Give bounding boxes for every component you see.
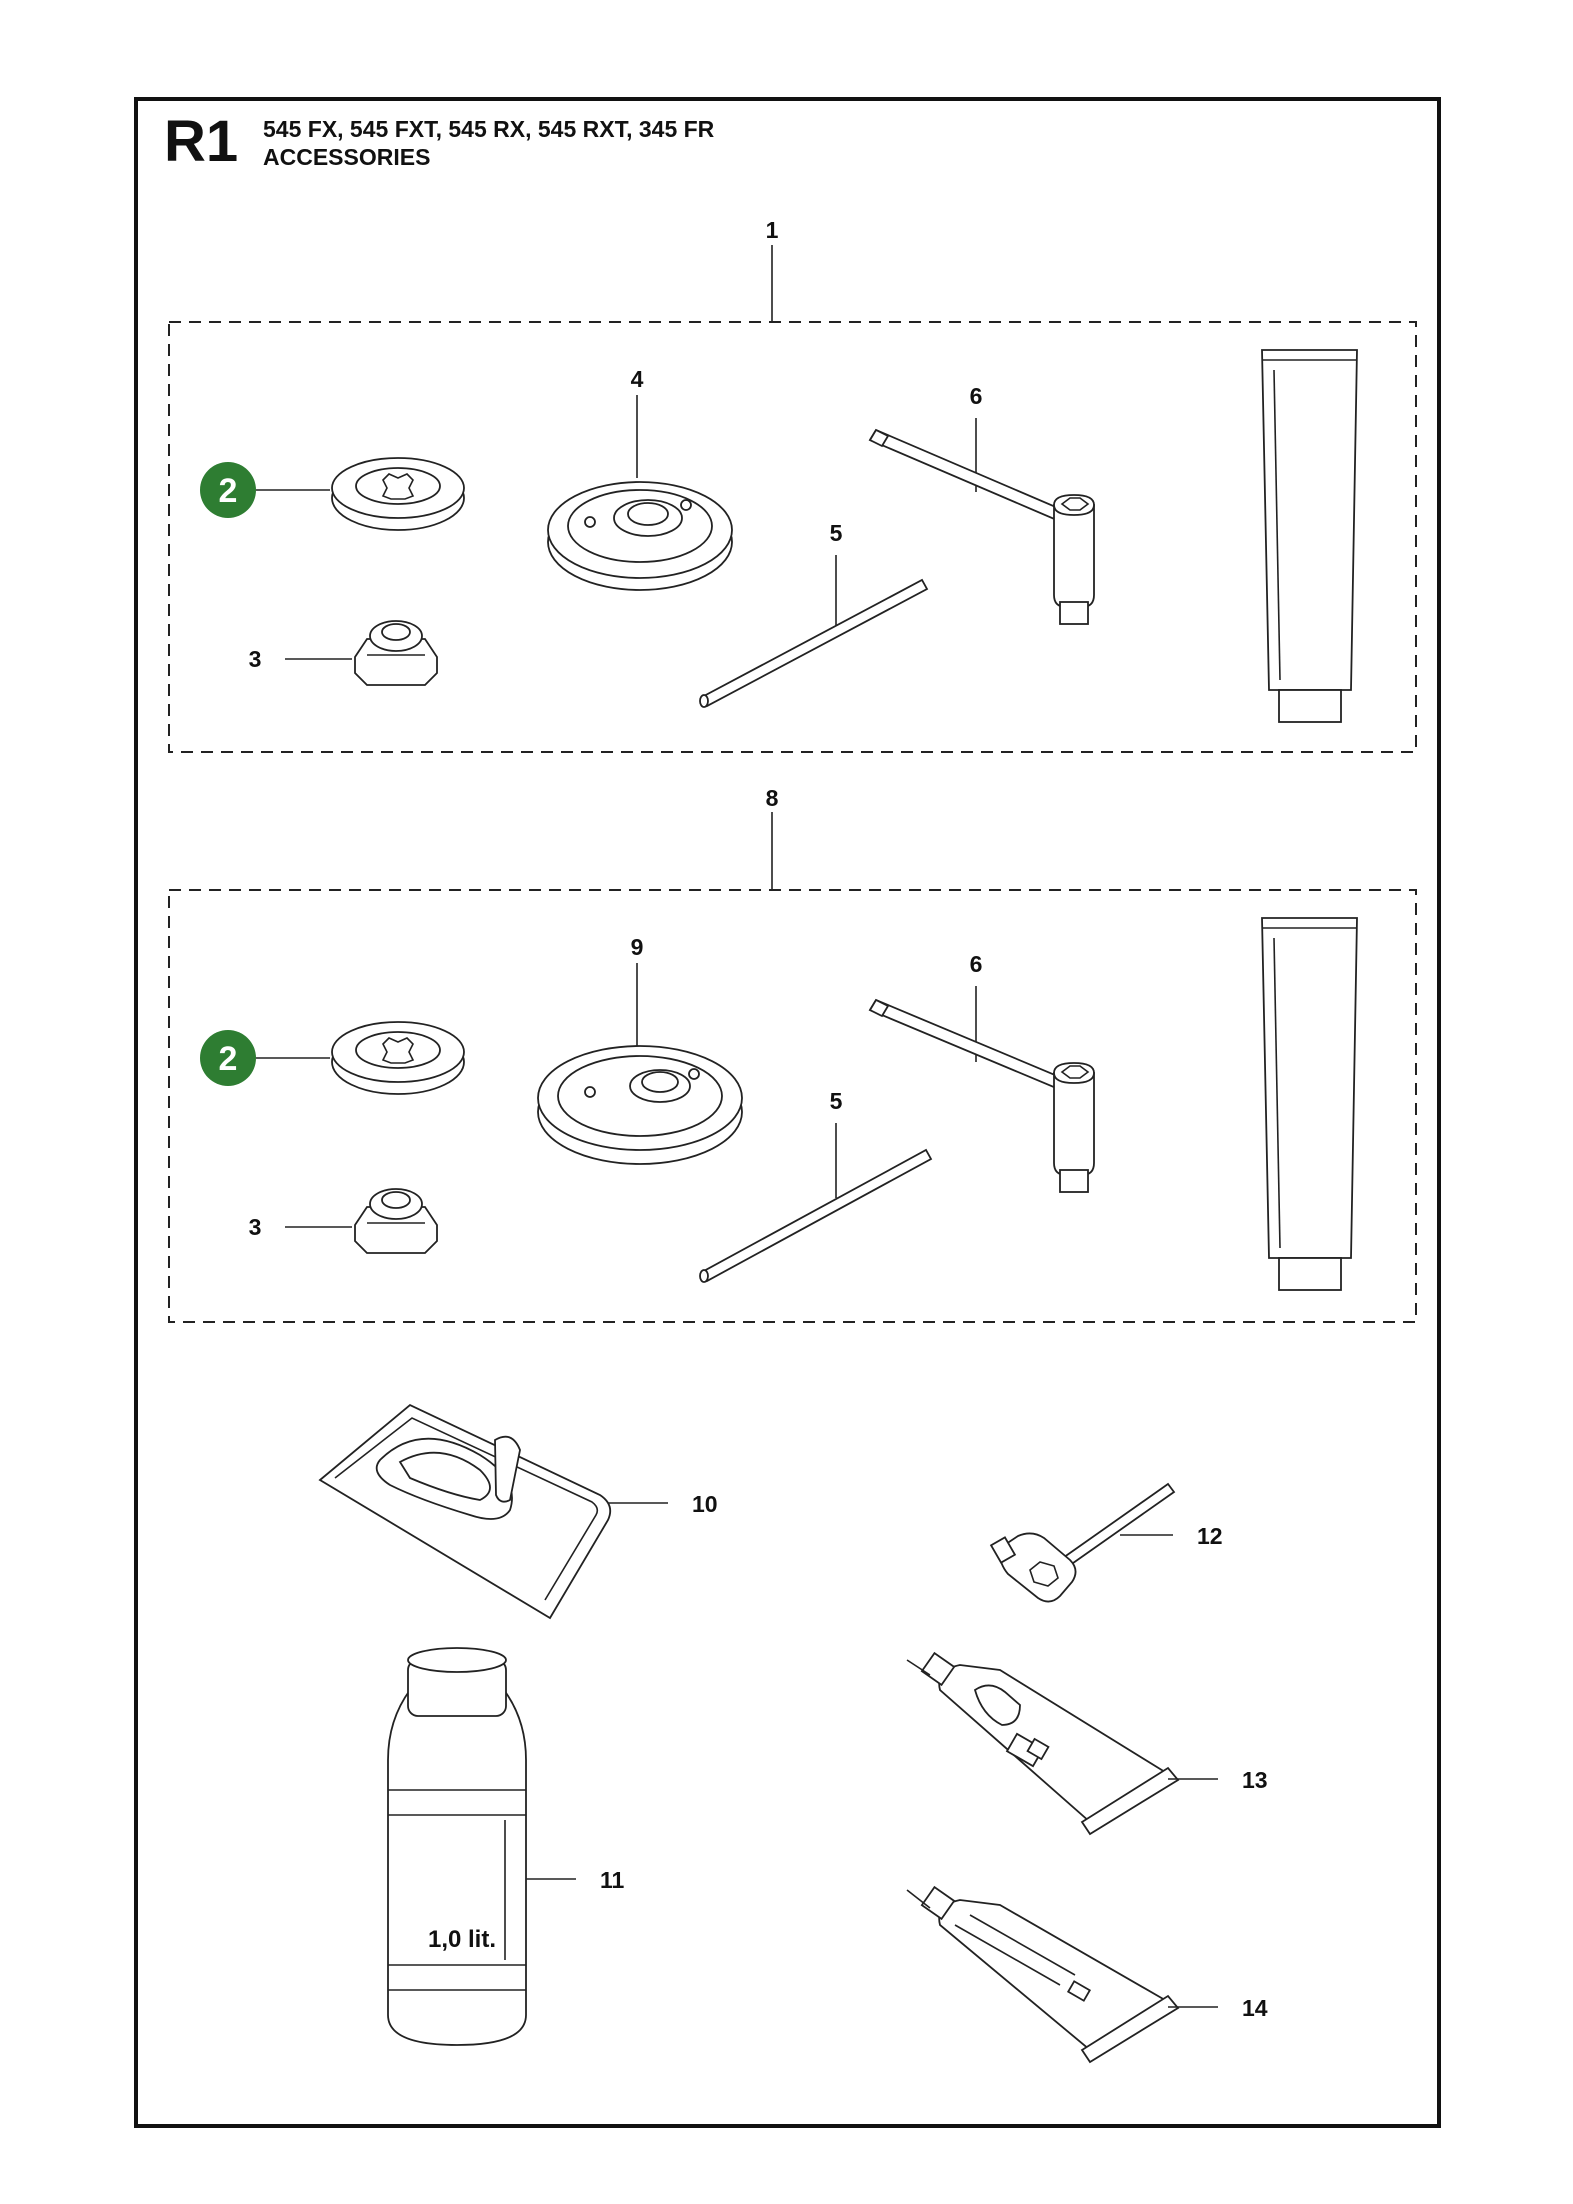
part-4-callout: 4 — [631, 366, 644, 392]
model-list: 545 FX, 545 FXT, 545 RX, 545 RXT, 345 FR — [263, 116, 715, 142]
part-12-callout: 12 — [1197, 1523, 1223, 1549]
part-6-callout: 6 — [970, 951, 983, 977]
part-9-callout: 9 — [631, 934, 644, 960]
kit-1-group: 1 2 3 4 — [168, 217, 1417, 753]
kit-1-box — [168, 321, 1417, 753]
drive-disc-icon — [537, 1045, 743, 1165]
lock-nut-icon — [354, 620, 438, 686]
grease-tube-icon — [906, 1885, 1180, 2064]
part-10-callout: 10 — [692, 1491, 718, 1517]
combination-wrench-icon — [868, 998, 1095, 1193]
oil-bottle-label: 1,0 lit. — [428, 1926, 496, 1953]
spark-plug-wrench-icon — [989, 1482, 1176, 1603]
part-3-callout: 3 — [249, 1214, 262, 1240]
kit-8-group: 8 2 3 9 5 — [168, 785, 1417, 1323]
support-cup-icon — [331, 457, 465, 531]
grease-tube-icon — [906, 1651, 1180, 1836]
combination-wrench-icon — [868, 428, 1095, 625]
part-11-callout: 11 — [600, 1867, 625, 1893]
kit-8-callout: 8 — [766, 785, 779, 811]
part-2-callout: 2 — [219, 472, 238, 510]
kit-8-box — [168, 889, 1417, 1323]
page-code: R1 — [164, 109, 239, 174]
locking-rod-icon — [699, 578, 929, 708]
part-2-badge — [200, 462, 256, 518]
drive-disc-icon — [547, 481, 733, 591]
grease-tube-large-icon — [1261, 917, 1358, 1291]
part-2-badge — [200, 1030, 256, 1086]
part-2-callout: 2 — [219, 1040, 238, 1078]
part-14-callout: 14 — [1242, 1995, 1268, 2021]
part-5-callout: 5 — [830, 520, 843, 546]
locking-rod-icon — [699, 1148, 933, 1283]
support-cup-icon — [331, 1021, 465, 1095]
lock-nut-icon — [354, 1188, 438, 1254]
part-6-callout: 6 — [970, 383, 983, 409]
part-13-callout: 13 — [1242, 1767, 1268, 1793]
section-title: ACCESSORIES — [263, 144, 431, 170]
oil-bottle-icon — [387, 1647, 527, 2046]
drawing-frame — [134, 97, 1441, 2128]
part-3-callout: 3 — [249, 646, 262, 672]
grease-tube-large-icon — [1261, 349, 1358, 723]
guard-cover-icon — [318, 1403, 612, 1620]
kit-1-callout: 1 — [766, 217, 779, 243]
part-5-callout: 5 — [830, 1088, 843, 1114]
